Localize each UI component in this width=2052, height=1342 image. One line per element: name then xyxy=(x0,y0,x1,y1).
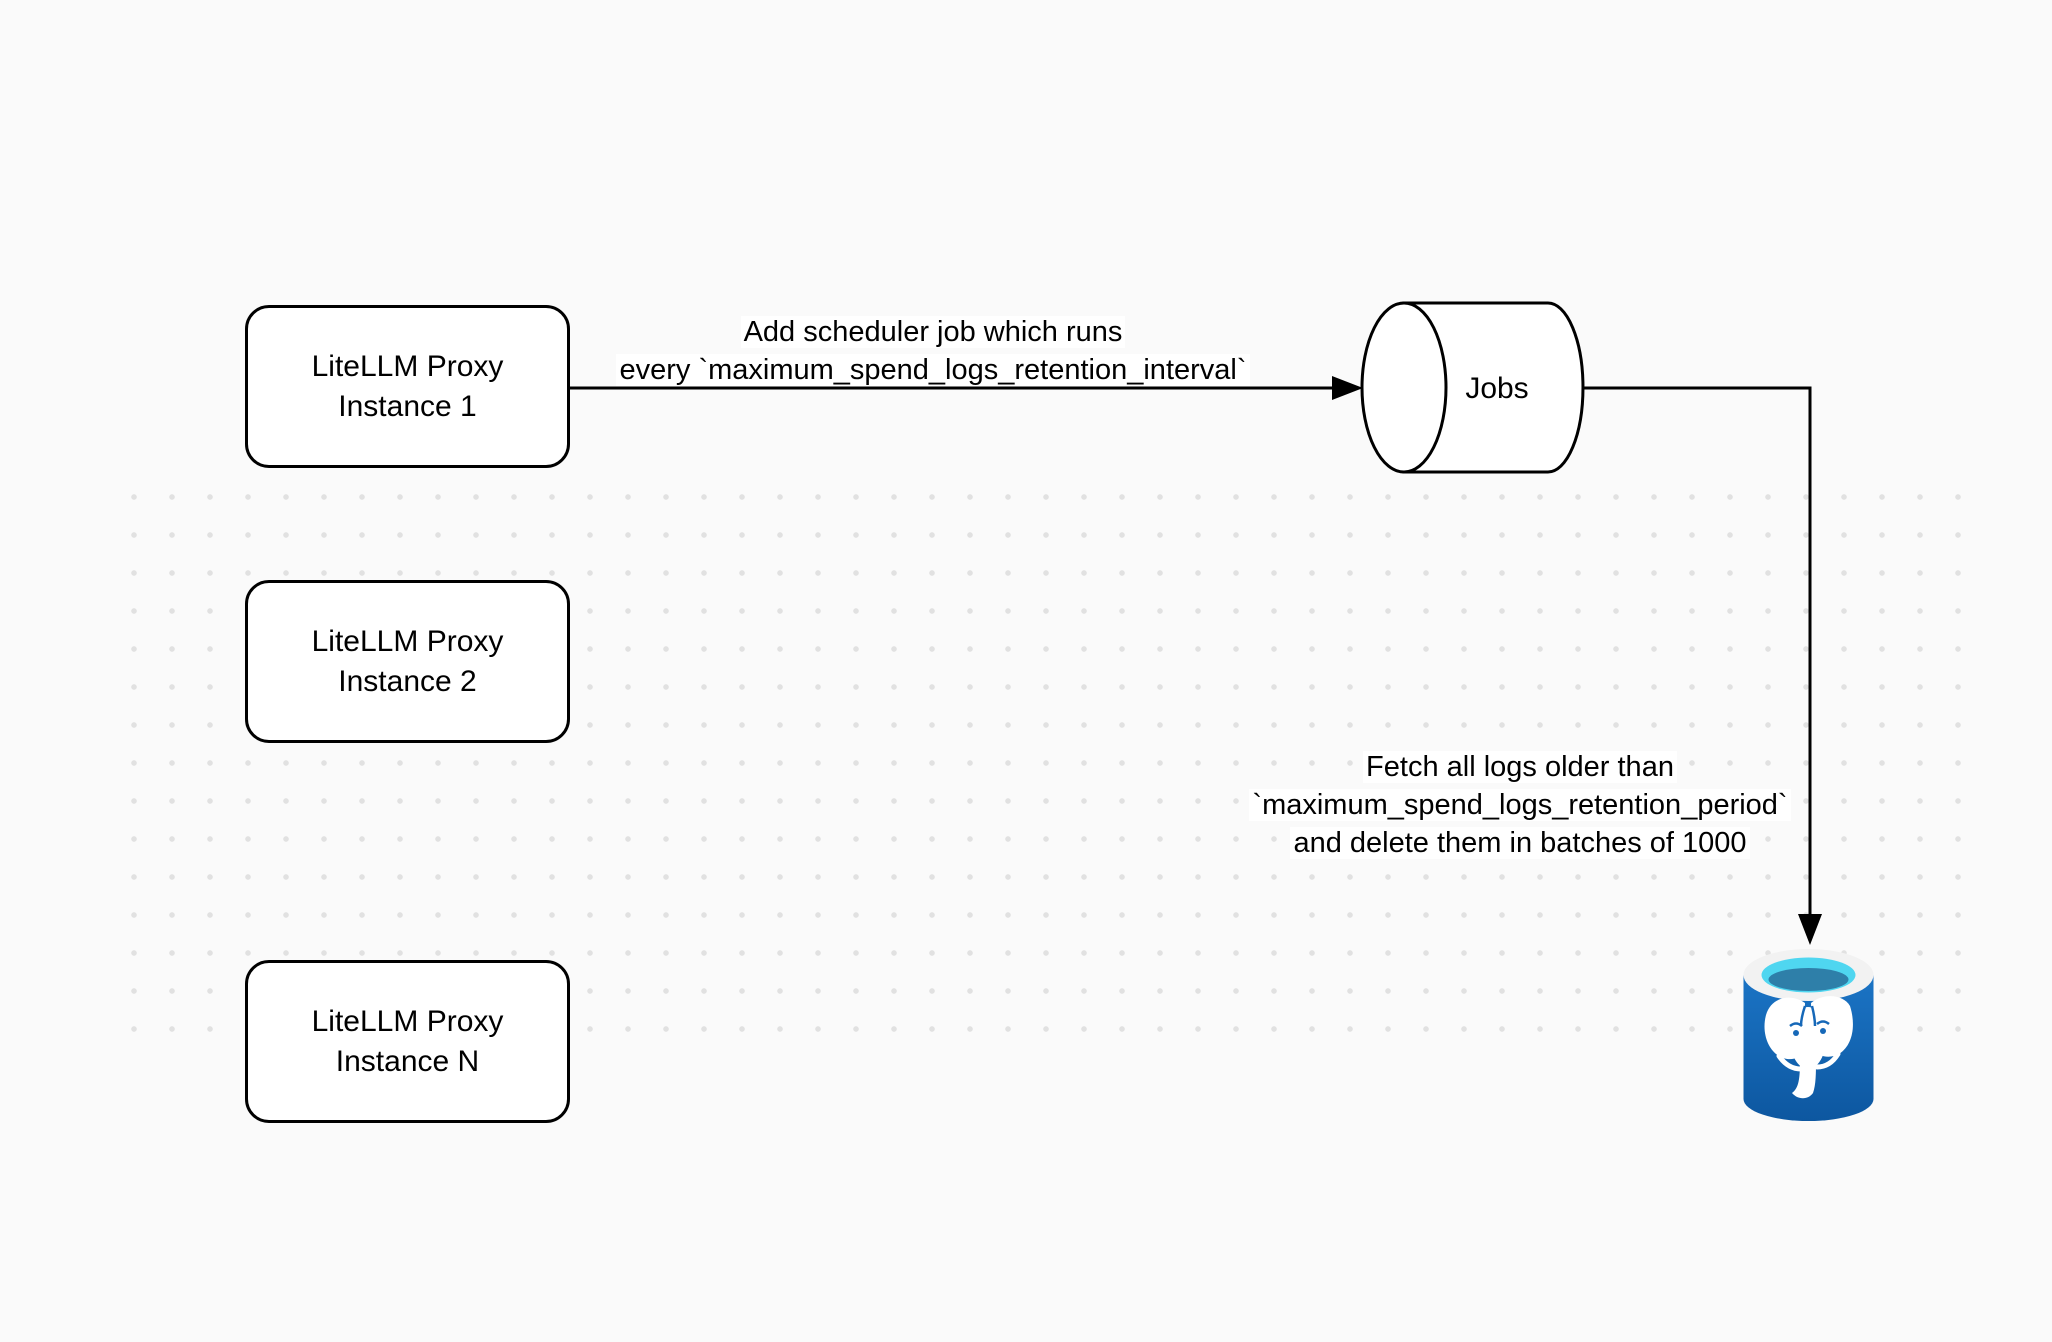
node-proxy-instance-n: LiteLLM Proxy Instance N xyxy=(245,960,570,1123)
jobs-cylinder-cap xyxy=(1360,301,1448,474)
node-label-line: Instance 2 xyxy=(338,664,477,698)
edge-fetch-arrowhead xyxy=(1798,914,1822,945)
jobs-cylinder-body xyxy=(1402,301,1585,474)
postgresql-database-icon xyxy=(1743,949,1874,1121)
postgres-cylinder-pool xyxy=(1768,968,1849,991)
edge-label-scheduler: Add scheduler job which runs every `maxi… xyxy=(583,313,1283,389)
node-label-line: LiteLLM Proxy xyxy=(311,624,504,658)
edge-label-scheduler-line2: every `maximum_spend_logs_retention_inte… xyxy=(616,354,1250,386)
edge-fetch-line xyxy=(1583,386,1812,917)
node-label-line: Instance 1 xyxy=(338,389,477,423)
node-proxy-instance-2: LiteLLM Proxy Instance 2 xyxy=(245,580,570,743)
edge-label-fetch: Fetch all logs older than `maximum_spend… xyxy=(1170,748,1870,862)
edge-label-fetch-line2: `maximum_spend_logs_retention_period` xyxy=(1249,789,1791,821)
node-proxy-instance-1: LiteLLM Proxy Instance 1 xyxy=(245,305,570,468)
jobs-label: Jobs xyxy=(1465,372,1528,405)
node-label-line: LiteLLM Proxy xyxy=(311,349,504,383)
edge-label-fetch-line3: and delete them in batches of 1000 xyxy=(1290,827,1750,859)
postgres-elephant xyxy=(1764,996,1853,1099)
edge-label-scheduler-line1: Add scheduler job which runs xyxy=(740,316,1126,348)
node-label-line: Instance N xyxy=(335,1044,480,1078)
edge-scheduler-arrowhead xyxy=(1332,376,1363,400)
node-label-line: LiteLLM Proxy xyxy=(311,1004,504,1038)
edge-label-fetch-line1: Fetch all logs older than xyxy=(1363,751,1677,783)
node-jobs: Jobs xyxy=(1360,301,1585,474)
